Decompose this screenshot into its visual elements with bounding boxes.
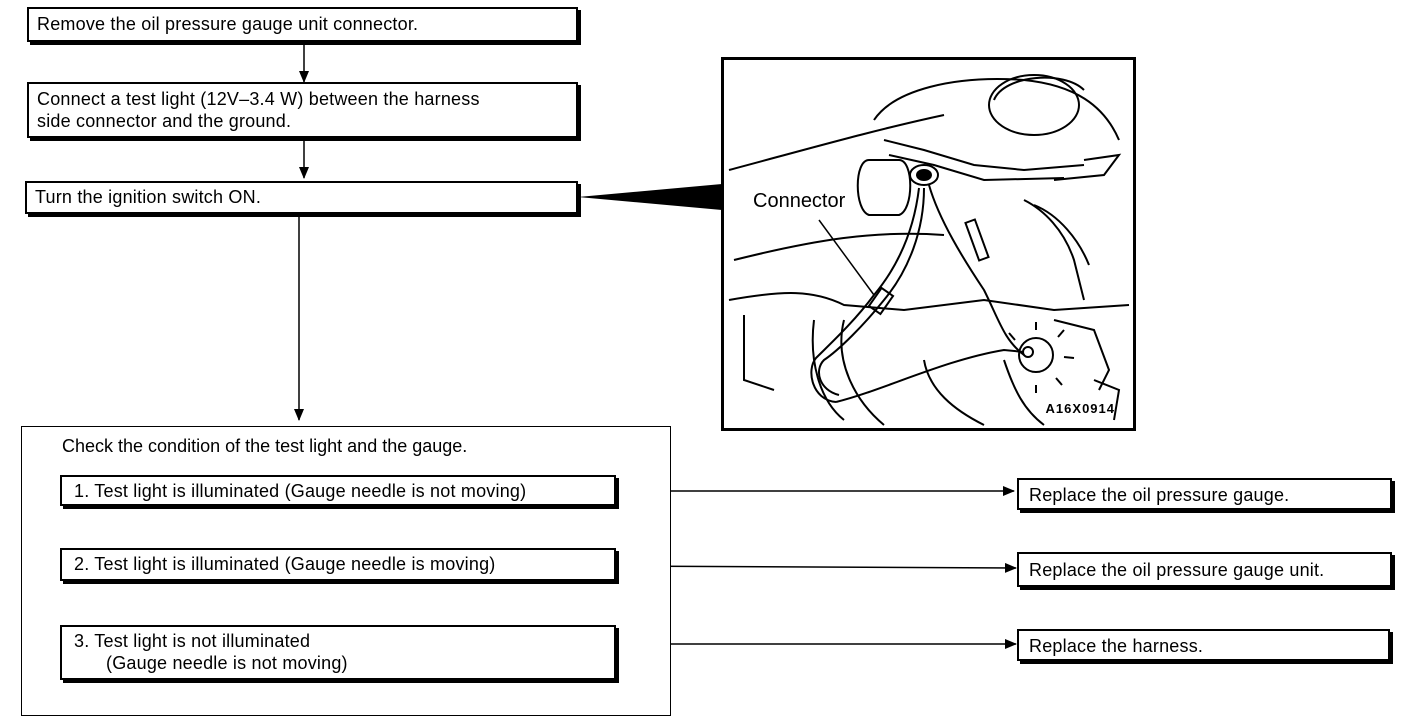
condition-1-text: 1. Test light is illuminated (Gauge need… (74, 481, 527, 501)
step-ignition-on: Turn the ignition switch ON. (25, 181, 578, 214)
condition-1: 1. Test light is illuminated (Gauge need… (60, 475, 616, 506)
check-condition-title: Check the condition of the test light an… (62, 436, 468, 456)
step-remove-connector: Remove the oil pressure gauge unit conne… (27, 7, 578, 42)
condition-3-line2: (Gauge needle is not moving) (106, 653, 348, 673)
step-ignition-on-text: Turn the ignition switch ON. (35, 187, 262, 207)
action-replace-gauge: Replace the oil pressure gauge. (1017, 478, 1392, 510)
condition-3-line1: 3. Test light is not illuminated (74, 631, 311, 651)
arrow-cond2-to-action2 (615, 562, 1017, 573)
condition-2: 2. Test light is illuminated (Gauge need… (60, 548, 616, 581)
action-replace-gauge-unit: Replace the oil pressure gauge unit. (1017, 552, 1392, 587)
step-connect-test-light: Connect a test light (12V–3.4 W) between… (27, 82, 578, 138)
engine-connector-illustration: Connector A16X0914 (721, 57, 1136, 431)
action-replace-gauge-text: Replace the oil pressure gauge. (1029, 485, 1290, 505)
step-connect-test-light-line2: side connector and the ground. (37, 111, 292, 131)
step-connect-test-light-line1: Connect a test light (12V–3.4 W) between… (37, 89, 480, 109)
connector-label: Connector (751, 190, 848, 213)
condition-2-text: 2. Test light is illuminated (Gauge need… (74, 554, 496, 574)
action-replace-gauge-unit-text: Replace the oil pressure gauge unit. (1029, 560, 1325, 580)
step-remove-connector-text: Remove the oil pressure gauge unit conne… (37, 14, 419, 34)
engine-line-drawing (728, 74, 1130, 426)
callout-wedge (578, 184, 722, 210)
condition-3: 3. Test light is not illuminated (Gauge … (60, 625, 616, 680)
action-replace-harness: Replace the harness. (1017, 629, 1390, 661)
action-replace-harness-text: Replace the harness. (1029, 636, 1204, 656)
figure-code: A16X0914 (1045, 401, 1115, 416)
